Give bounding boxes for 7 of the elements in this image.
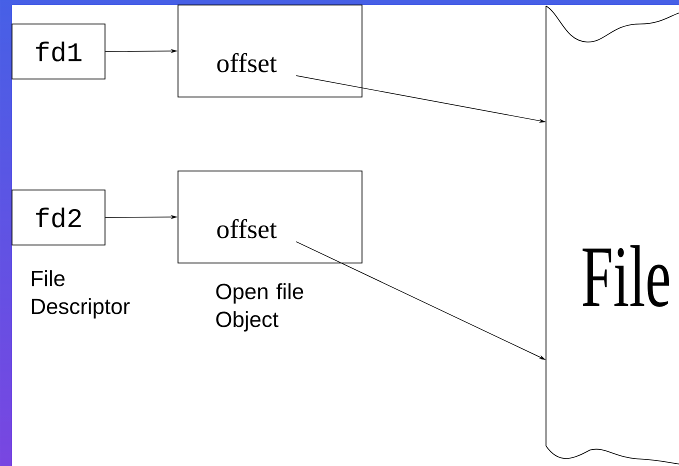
descriptor-box: fd1 bbox=[12, 24, 106, 80]
caption-label: Open file Object bbox=[216, 283, 304, 332]
file-drawing: File bbox=[546, 6, 679, 464]
descriptor-box: fd2 bbox=[12, 190, 106, 246]
object-box: offset bbox=[178, 170, 362, 264]
caption-label: File Descriptor bbox=[32, 270, 130, 318]
object-box: offset bbox=[178, 4, 362, 98]
